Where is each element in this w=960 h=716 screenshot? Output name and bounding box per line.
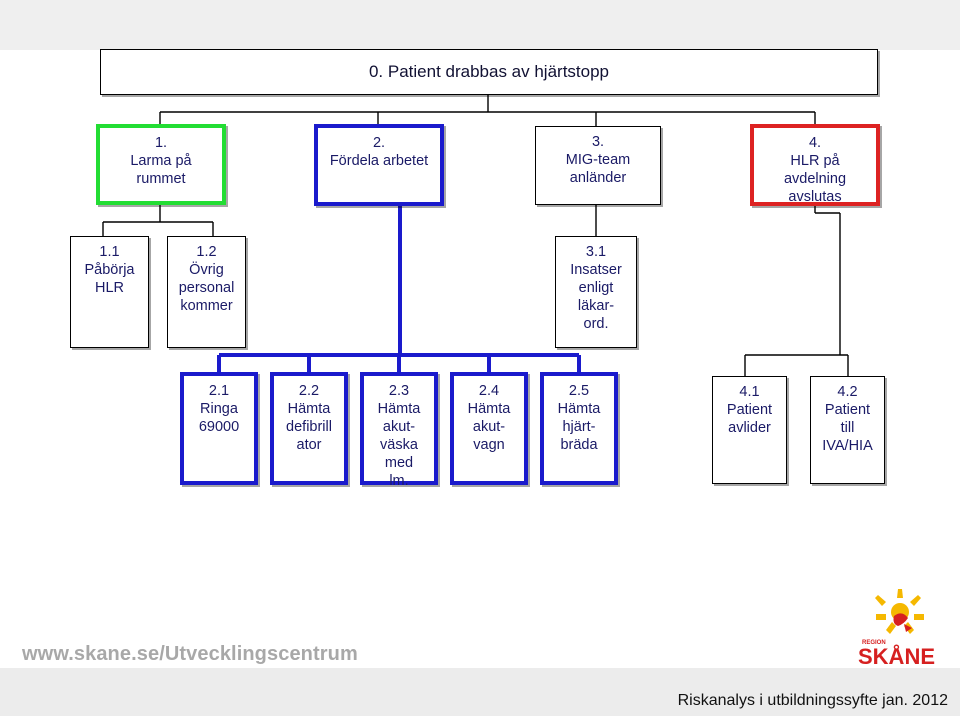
node-text-line: Hämta (557, 401, 601, 417)
node-text-line: rummet (136, 171, 186, 187)
node-text-line: 3.1 (585, 244, 607, 260)
node-text-line: IVA/HIA (822, 438, 873, 454)
node-text-line: 4. (808, 135, 822, 151)
node-text-line: Hämta (377, 401, 421, 417)
top-band (0, 0, 960, 50)
node-text-line: 2.3 (388, 383, 410, 399)
sun-icon (875, 589, 924, 634)
node-text-line: avslutas (788, 189, 842, 205)
node-text-line: Övrig (189, 262, 224, 278)
node-text-line: 2. (372, 135, 386, 151)
node-text-line: 2.2 (298, 383, 320, 399)
node-text-line: väska (380, 437, 418, 453)
node-text-line: Patient (726, 402, 773, 418)
node-text-line: HLR på (790, 153, 840, 169)
logo-skane-text: SKÅNE (858, 643, 935, 668)
node-text-line: 2.5 (568, 383, 590, 399)
node-text-line: Patient (824, 402, 871, 418)
footer-caption: Riskanalys i utbildningssyfte jan. 2012 (677, 692, 948, 709)
node-text-line: defibrill (286, 419, 332, 435)
node-text-line: läkar- (577, 298, 615, 314)
node-text-line: 2.4 (478, 383, 500, 399)
node-text-line: 3. (591, 134, 605, 150)
node-text-line: HLR (94, 280, 124, 296)
node-text-line: 4.2 (837, 384, 858, 400)
node-text-line: ord. (583, 316, 609, 332)
node-3-migteam: 3. MIG-team anländer (535, 126, 661, 205)
node-text-line: MIG-team (565, 152, 631, 168)
node-text-line: enligt (578, 280, 614, 296)
logo-region-text: REGION (862, 640, 886, 646)
node-text-line: 1.1 (99, 244, 120, 260)
node-text-line: kommer (180, 298, 233, 314)
node-text-line: lm. (389, 473, 409, 489)
root-node: 0. Patient drabbas av hjärtstopp (100, 49, 878, 95)
node-2-fordela: 2. Fördela arbetet (314, 124, 444, 206)
node-text-line: personal (178, 280, 235, 296)
node-text-line: 4.1 (739, 384, 760, 400)
node-4-hlr: 4. HLR på avdelning avslutas (750, 124, 880, 206)
node-text-line: vagn (473, 437, 505, 453)
node-text-line: Hämta (467, 401, 511, 417)
node-text-line: till (840, 420, 855, 436)
node-text-line: avdelning (783, 171, 847, 187)
region-skane-logo: REGION SKÅNE (858, 589, 935, 668)
node-text-line: akut- (472, 419, 506, 435)
griffin-icon (893, 613, 912, 632)
node-text-line: Insatser (570, 262, 622, 278)
node-text-line: med (384, 455, 414, 471)
node-text-line: avlider (728, 420, 771, 436)
node-text-line: hjärt- (562, 419, 596, 435)
node-text-line: bräda (560, 437, 598, 453)
node-text-line: Hämta (287, 401, 331, 417)
node-text-line: anländer (569, 170, 627, 186)
node-text-line: 69000 (198, 419, 240, 435)
footer-url[interactable]: www.skane.se/Utvecklingscentrum (22, 643, 358, 665)
node-text-line: 2.1 (208, 383, 230, 399)
node-1-larma: 1. Larma på rummet (96, 124, 226, 205)
node-text-line: Ringa (200, 401, 238, 417)
node-text-line: Påbörja (84, 262, 135, 278)
node-text-line: 1.2 (196, 244, 217, 260)
node-text-line: ator (296, 437, 322, 453)
node-text-line: Larma på (130, 153, 192, 169)
node-text-line: 1. (154, 135, 168, 151)
node-text-line: Fördela arbetet (329, 153, 429, 169)
node-text-line: 0. Patient drabbas av hjärtstopp (368, 62, 610, 81)
node-text-line: akut- (382, 419, 416, 435)
bottom-band (0, 668, 960, 716)
